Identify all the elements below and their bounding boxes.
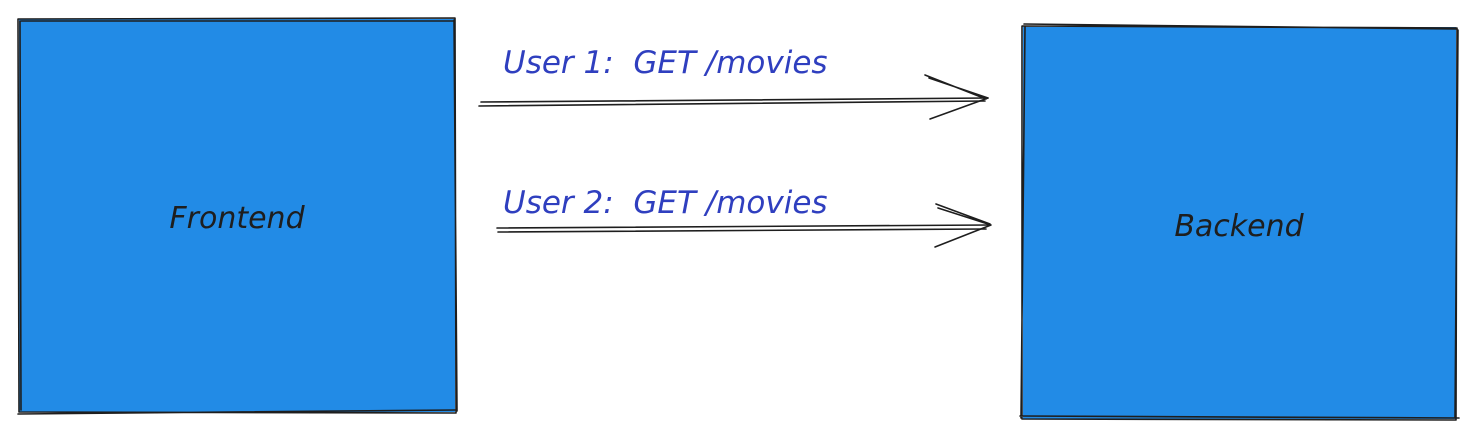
arrow-line-user-2 bbox=[496, 224, 991, 233]
backend-box-outline bbox=[1019, 23, 1460, 421]
frontend-box-outline bbox=[17, 17, 458, 415]
edge-user-2[interactable]: User 2: GET /movies bbox=[496, 185, 992, 248]
frontend-box[interactable]: Frontend bbox=[17, 17, 458, 415]
backend-box-fill bbox=[1023, 27, 1456, 419]
edge-label-user-1: User 1: GET /movies bbox=[503, 45, 828, 81]
arrowhead-user-2 bbox=[934, 203, 992, 248]
arrow-line-user-1 bbox=[478, 97, 989, 107]
frontend-label: Frontend bbox=[169, 201, 305, 236]
backend-label: Backend bbox=[1174, 209, 1304, 244]
arrowhead-user-1 bbox=[924, 74, 989, 120]
edge-label-user-2: User 2: GET /movies bbox=[503, 185, 828, 221]
frontend-box-fill bbox=[19, 19, 455, 412]
backend-box[interactable]: Backend bbox=[1019, 23, 1460, 421]
edge-user-1[interactable]: User 1: GET /movies bbox=[478, 45, 989, 120]
